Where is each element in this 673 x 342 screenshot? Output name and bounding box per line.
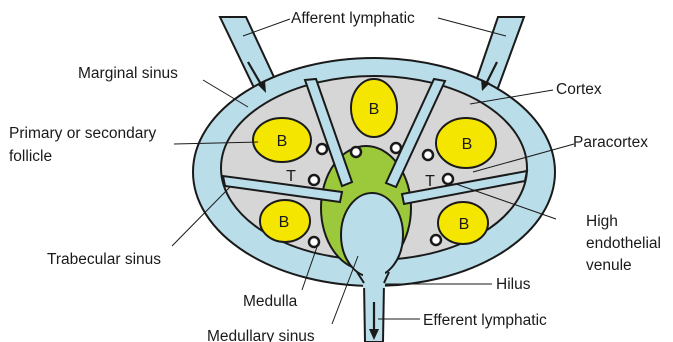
label-marginal-sinus: Marginal sinus [78,65,178,82]
label-high-endothelial-venule-line1: High [586,213,618,230]
label-medullary-sinus: Medullary sinus [207,328,315,342]
label-follicle-line1: Primary or secondary [9,125,157,142]
medullary-sinus [341,193,403,277]
venule-ring [351,147,361,157]
b-cell-label: B [277,133,288,150]
b-cell-label: B [462,136,473,153]
venule-ring [391,143,401,153]
label-high-endothelial-venule-line3: venule [586,257,632,274]
venule-ring [431,235,441,245]
t-cell-label: T [286,168,296,185]
hilus-neck [363,268,385,288]
t-cell-label: T [425,173,435,190]
label-efferent-lymphatic: Efferent lymphatic [423,312,547,329]
label-follicle-line2: follicle [9,148,52,165]
b-cell-label: B [279,214,290,231]
label-medulla: Medulla [243,293,298,310]
b-cell-label: B [459,216,470,233]
venule-ring [309,175,319,185]
label-hilus: Hilus [496,276,531,293]
label-paracortex: Paracortex [573,134,648,151]
label-afferent-lymphatic: Afferent lymphatic [291,10,415,27]
b-cell-label: B [369,101,380,118]
label-high-endothelial-venule-line2: endothelial [586,235,661,252]
venule-ring [423,150,433,160]
venule-ring [443,174,453,184]
venule-ring [317,144,327,154]
label-cortex: Cortex [556,81,602,98]
label-trabecular-sinus: Trabecular sinus [47,251,161,268]
